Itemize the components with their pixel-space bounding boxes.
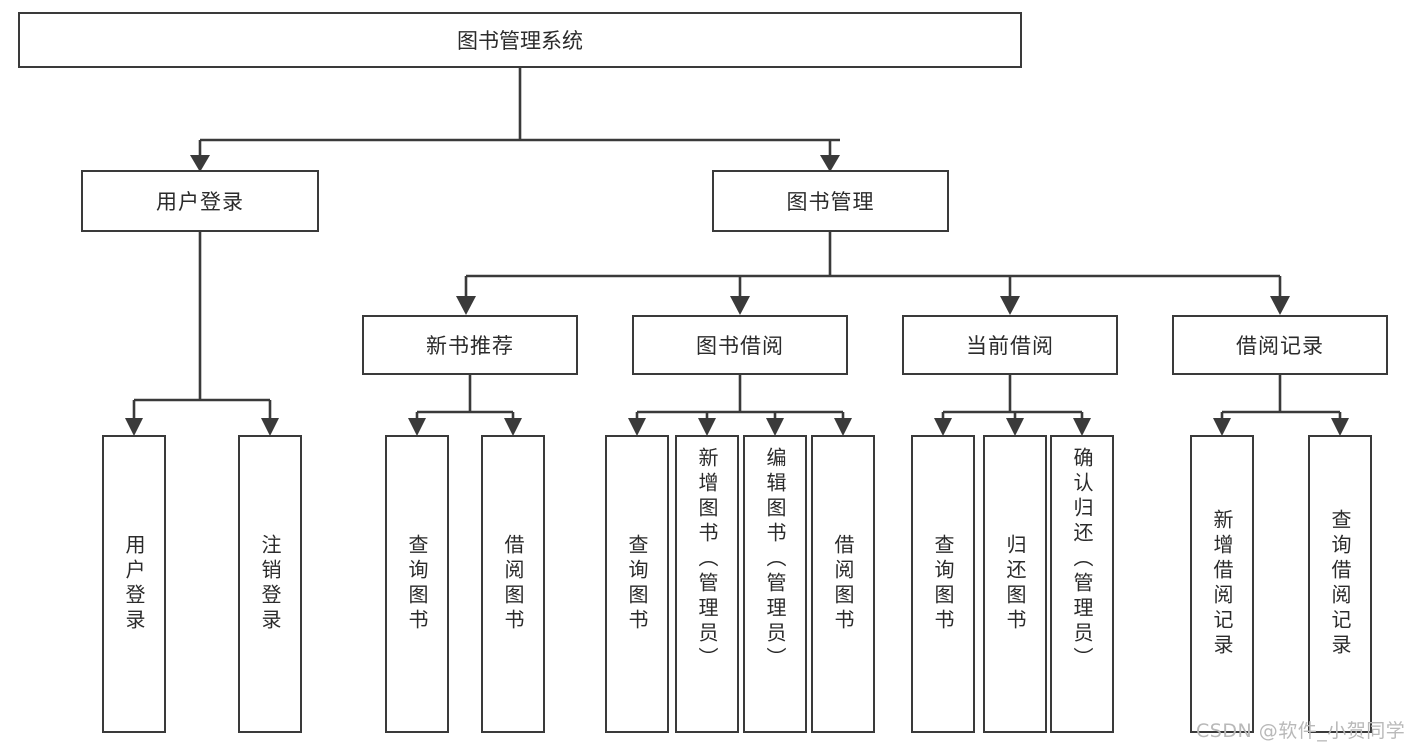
node-leaf-user-login[interactable]: 用户登录 <box>102 435 166 733</box>
node-label: 借阅图书 <box>501 534 525 634</box>
node-label: 新增图书（管理员） <box>695 447 719 672</box>
node-leaf-edit-book[interactable]: 编辑图书（管理员） <box>743 435 807 733</box>
node-leaf-add-book[interactable]: 新增图书（管理员） <box>675 435 739 733</box>
node-leaf-borrow-book-recommend[interactable]: 借阅图书 <box>481 435 545 733</box>
node-leaf-query-book-recommend[interactable]: 查询图书 <box>385 435 449 733</box>
node-label: 借阅记录 <box>1236 334 1324 358</box>
node-label: 当前借阅 <box>966 334 1054 358</box>
node-label: 新书推荐 <box>426 334 514 358</box>
node-leaf-add-borrow-record[interactable]: 新增借阅记录 <box>1190 435 1254 733</box>
node-leaf-logout[interactable]: 注销登录 <box>238 435 302 733</box>
node-label: 归还图书 <box>1003 534 1027 634</box>
node-book-borrow[interactable]: 图书借阅 <box>632 315 848 375</box>
node-book-manage[interactable]: 图书管理 <box>712 170 949 232</box>
node-label: 图书管理 <box>786 190 875 214</box>
node-leaf-borrow-book[interactable]: 借阅图书 <box>811 435 875 733</box>
node-label: 用户登录 <box>156 190 244 214</box>
node-leaf-query-book-current[interactable]: 查询图书 <box>911 435 975 733</box>
node-label: 图书管理系统 <box>457 29 583 53</box>
node-leaf-return-book[interactable]: 归还图书 <box>983 435 1047 733</box>
node-borrow-record[interactable]: 借阅记录 <box>1172 315 1388 375</box>
node-user-login[interactable]: 用户登录 <box>81 170 319 232</box>
node-label: 查询图书 <box>405 534 429 634</box>
node-label: 查询图书 <box>625 534 649 634</box>
node-leaf-query-book-borrow[interactable]: 查询图书 <box>605 435 669 733</box>
node-label: 新增借阅记录 <box>1210 509 1234 659</box>
csdn-watermark: CSDN @软件_小贺同学 <box>1196 720 1405 742</box>
node-label: 图书借阅 <box>696 334 784 358</box>
node-root-system[interactable]: 图书管理系统 <box>18 12 1022 68</box>
node-label: 查询图书 <box>931 534 955 634</box>
node-label: 借阅图书 <box>831 534 855 634</box>
node-label: 编辑图书（管理员） <box>763 447 787 672</box>
node-label: 用户登录 <box>122 534 146 634</box>
node-new-book-recommend[interactable]: 新书推荐 <box>362 315 578 375</box>
node-label: 注销登录 <box>258 534 282 634</box>
node-leaf-confirm-return[interactable]: 确认归还（管理员） <box>1050 435 1114 733</box>
node-label: 确认归还（管理员） <box>1070 447 1094 672</box>
node-label: 查询借阅记录 <box>1328 509 1352 659</box>
node-leaf-query-borrow-record[interactable]: 查询借阅记录 <box>1308 435 1372 733</box>
node-current-borrow[interactable]: 当前借阅 <box>902 315 1118 375</box>
